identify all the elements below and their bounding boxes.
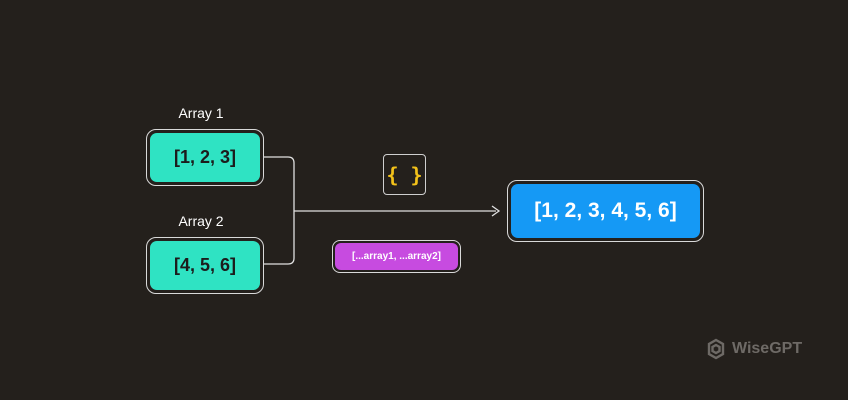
bracket-line: [264, 156, 295, 265]
array2-label: Array 2: [178, 213, 224, 229]
brand-name: WiseGPT: [732, 340, 803, 357]
spread-syntax-node: [...array1, ...array2]: [332, 240, 461, 273]
brace-icon: { }: [383, 154, 426, 195]
array1-value: [1, 2, 3]: [150, 133, 260, 182]
arrow-head-icon: [491, 205, 501, 217]
array2-value: [4, 5, 6]: [150, 241, 260, 290]
result-value: [1, 2, 3, 4, 5, 6]: [511, 184, 700, 238]
array1-label: Array 1: [178, 105, 224, 121]
array2-node: [4, 5, 6]: [146, 237, 264, 294]
wisegpt-logo-icon: [707, 338, 725, 360]
spread-syntax-code: [...array1, ...array2]: [335, 243, 458, 270]
brand-logo: WiseGPT: [705, 338, 802, 360]
result-node: [1, 2, 3, 4, 5, 6]: [507, 180, 704, 242]
array1-node: [1, 2, 3]: [146, 129, 264, 186]
